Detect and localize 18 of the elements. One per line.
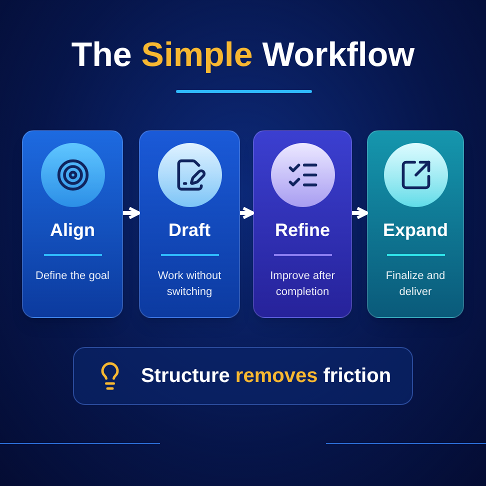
step-title: Align xyxy=(50,219,95,242)
step-title: Expand xyxy=(382,219,448,242)
title: The Simple Workflow xyxy=(70,38,416,72)
note-box xyxy=(73,347,413,405)
step-title: Refine xyxy=(274,219,330,242)
note-text: Structure removes friction xyxy=(140,364,392,389)
step-description: Finalize and deliver xyxy=(384,268,446,300)
step-title: Draft xyxy=(168,219,210,242)
step-card xyxy=(22,130,123,318)
arrow xyxy=(123,206,140,220)
step-description: Define the goal xyxy=(34,268,110,284)
step-card xyxy=(253,130,352,318)
arrow xyxy=(352,206,368,220)
step-card xyxy=(367,130,464,318)
step-description: Improve after completion xyxy=(269,268,336,300)
arrow xyxy=(240,206,254,220)
step-card xyxy=(139,130,240,318)
step-description: Work without switching xyxy=(156,268,222,300)
